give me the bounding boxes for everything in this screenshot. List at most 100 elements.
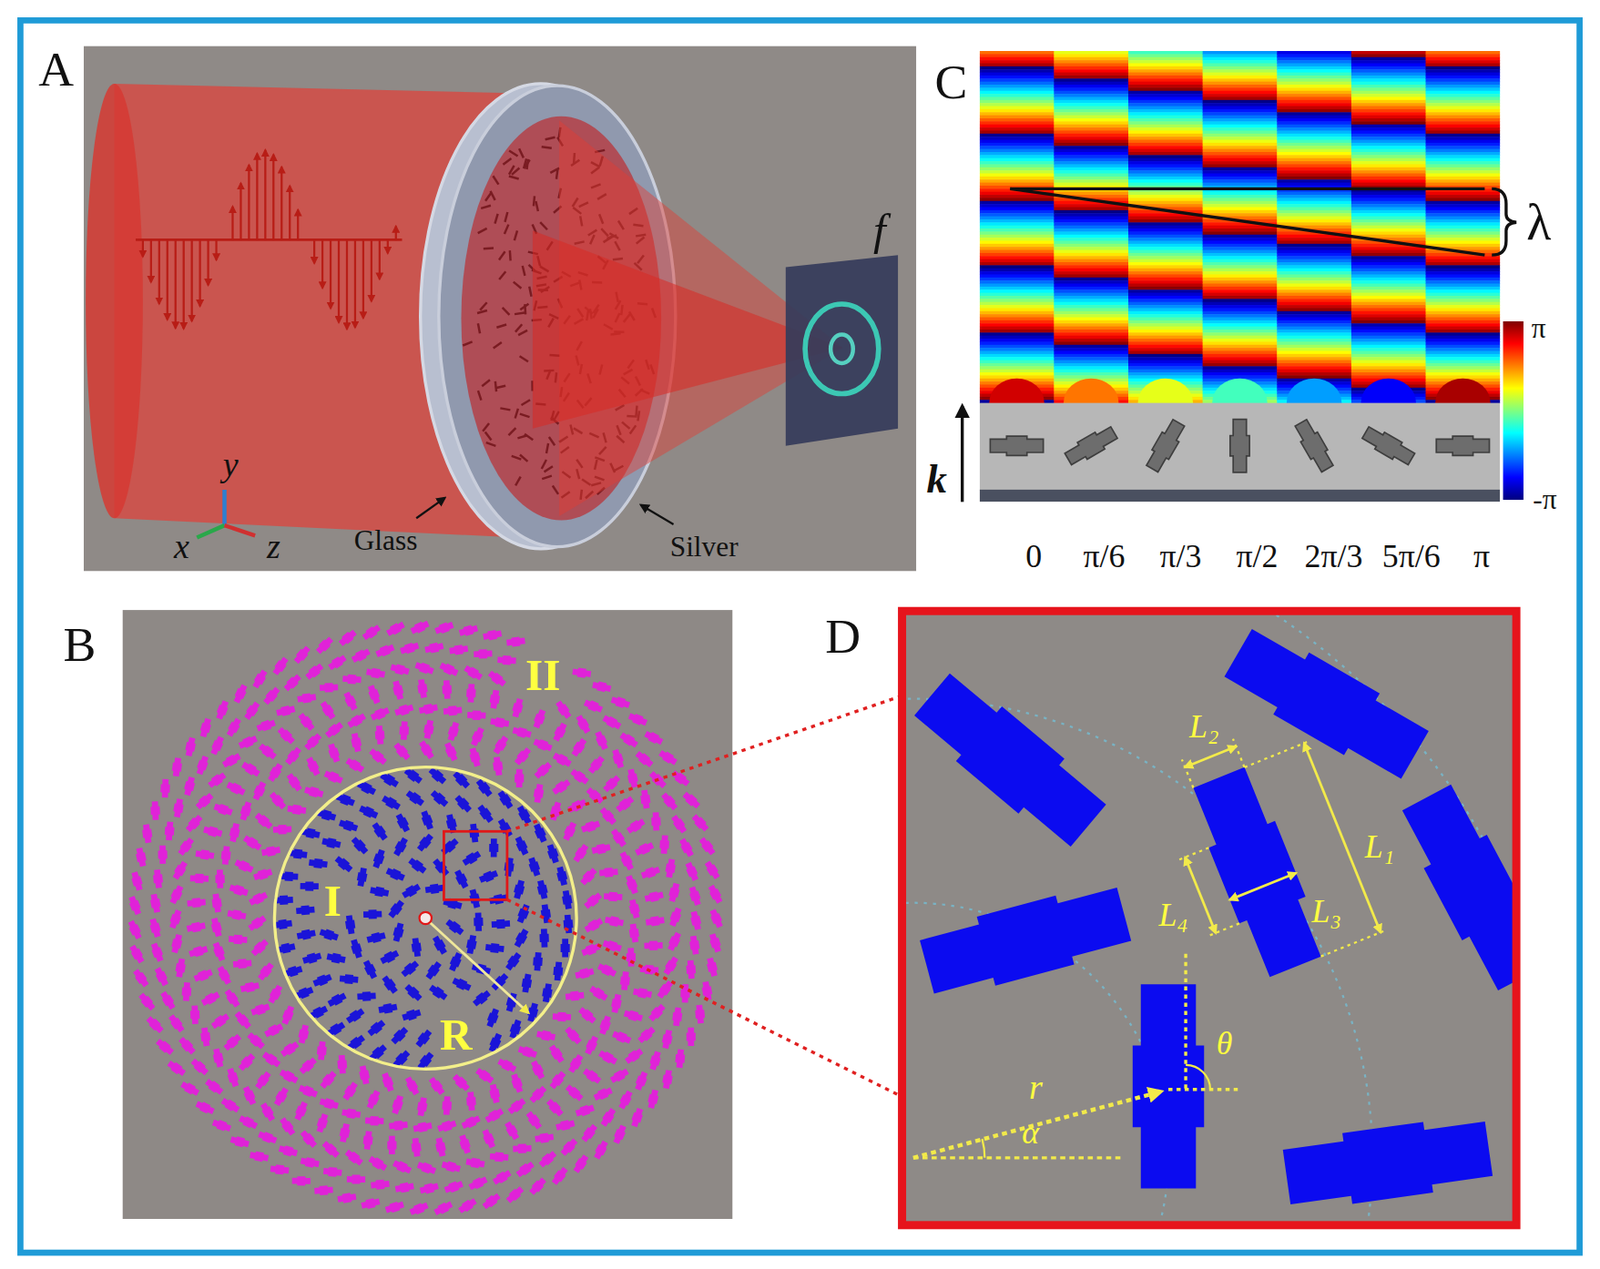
phase-stripe	[1351, 149, 1427, 153]
inner-rod	[334, 855, 355, 875]
phase-stripe	[1053, 284, 1129, 288]
phase-stripe	[1426, 219, 1501, 224]
phase-stripe	[1128, 244, 1203, 248]
nano-rod	[541, 459, 547, 469]
phase-stripe	[1053, 66, 1129, 71]
phase-stripe	[1276, 194, 1352, 199]
wavelength-bracket	[1491, 188, 1517, 255]
outer-rod	[633, 841, 655, 858]
phase-stripe	[1351, 341, 1427, 346]
phase-stripe	[1202, 345, 1278, 349]
phase-stripe	[1202, 307, 1278, 312]
outer-rod	[183, 776, 197, 797]
extension-line	[1233, 739, 1245, 768]
phase-stripe	[979, 222, 1055, 226]
phase-stripe	[1128, 369, 1203, 374]
inner-rod	[349, 835, 369, 857]
phase-stripe	[979, 350, 1055, 355]
phase-stripe	[1202, 53, 1278, 58]
phase-stripe	[1202, 268, 1278, 273]
inner-rod	[471, 988, 492, 1009]
phase-stripe	[1128, 201, 1203, 205]
substrate-base	[979, 489, 1500, 502]
phase-stripe	[1426, 277, 1501, 282]
outer-rod	[688, 936, 701, 956]
phase-stripe	[1128, 284, 1203, 288]
phase-stripe	[979, 264, 1055, 269]
nano-rod	[482, 423, 490, 432]
unit-rod	[1230, 419, 1250, 473]
outer-rod	[130, 871, 145, 892]
phase-stripe	[1426, 173, 1501, 177]
outer-rod	[416, 1097, 429, 1118]
phase-stripe	[979, 305, 1055, 309]
outer-rod	[266, 762, 285, 783]
inner-rod	[399, 959, 420, 979]
phase-stripe	[1202, 50, 1278, 55]
outer-rod	[703, 860, 722, 881]
phase-stripe	[1276, 203, 1352, 208]
phase-stripe	[1426, 50, 1501, 55]
outer-rod	[194, 1100, 216, 1117]
outer-rod	[392, 742, 412, 763]
nano-rod	[519, 414, 530, 418]
nano-rod	[545, 137, 556, 141]
nano-rod	[499, 271, 506, 280]
outer-rod	[469, 726, 487, 748]
phase-stripe	[1426, 280, 1501, 285]
field-arrow	[378, 239, 381, 279]
phase-stripe	[979, 167, 1055, 172]
phase-stripe	[1351, 78, 1427, 82]
phase-stripe	[1426, 57, 1501, 62]
outer-rod	[221, 752, 243, 770]
phase-stripe	[1426, 253, 1501, 257]
phase-stripe	[979, 213, 1055, 217]
phase-stripe	[1202, 295, 1278, 300]
phase-stripe	[1128, 197, 1203, 202]
outer-rod	[659, 835, 670, 855]
outer-rod	[588, 984, 609, 1002]
nano-rod	[478, 323, 480, 334]
phase-stripe	[1128, 161, 1203, 165]
wavefront-line	[1009, 188, 1485, 255]
phase-stripe	[1053, 280, 1129, 285]
wavelength-label: λ	[1526, 196, 1551, 248]
phase-stripe	[1202, 100, 1278, 104]
phase-stripe	[1202, 317, 1278, 322]
inner-rod	[349, 938, 365, 959]
outer-rod	[554, 699, 573, 720]
nano-rod	[541, 476, 552, 480]
nano-rod	[509, 250, 512, 261]
zoom-line	[507, 899, 903, 1097]
phase-stripe	[1276, 197, 1352, 202]
phase-stripe	[1351, 326, 1427, 331]
outer-rod	[604, 915, 625, 928]
phase-stripe	[1202, 237, 1278, 242]
inner-rod	[380, 794, 402, 812]
phase-stripe	[1426, 81, 1501, 86]
phase-stripe	[1128, 115, 1203, 120]
phase-stripe	[1276, 84, 1352, 89]
inner-rod	[416, 833, 436, 854]
phase-stripe	[1426, 118, 1501, 123]
phase-stripe	[1426, 372, 1501, 377]
phase-stripe	[1053, 264, 1129, 269]
phase-stripe	[1128, 354, 1203, 358]
phase-stripe	[1426, 133, 1501, 138]
outer-rod	[661, 1070, 673, 1091]
inner-rod	[300, 881, 319, 891]
phase-stripe	[1276, 176, 1352, 181]
phase-stripe	[1128, 305, 1203, 309]
outer-rod	[707, 933, 723, 954]
phase-stripe	[1426, 115, 1501, 120]
outer-rod	[532, 761, 553, 781]
phase-stripe	[1128, 124, 1203, 129]
outer-rod	[132, 968, 151, 989]
unit-rod	[1220, 621, 1433, 786]
colorbar	[1503, 321, 1524, 500]
phase-stripe	[1351, 81, 1427, 86]
phase-stripe	[1202, 118, 1278, 123]
phase-stripe	[979, 289, 1055, 294]
phase-stripe	[1202, 228, 1278, 233]
